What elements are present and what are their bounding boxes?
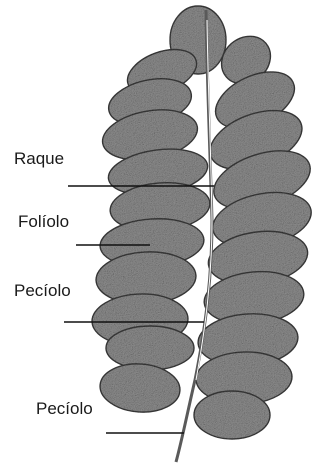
label-raque: Raque: [14, 149, 64, 169]
leaflets-group: [91, 6, 317, 439]
label-peciolo-upper: Pecíolo: [14, 281, 71, 301]
leaflet-right: [194, 391, 270, 439]
label-foliolo: Folíolo: [18, 212, 69, 232]
leaflet-left: [106, 326, 194, 370]
label-peciolo-lower: Pecíolo: [36, 399, 93, 419]
leaflet-left: [98, 361, 181, 414]
